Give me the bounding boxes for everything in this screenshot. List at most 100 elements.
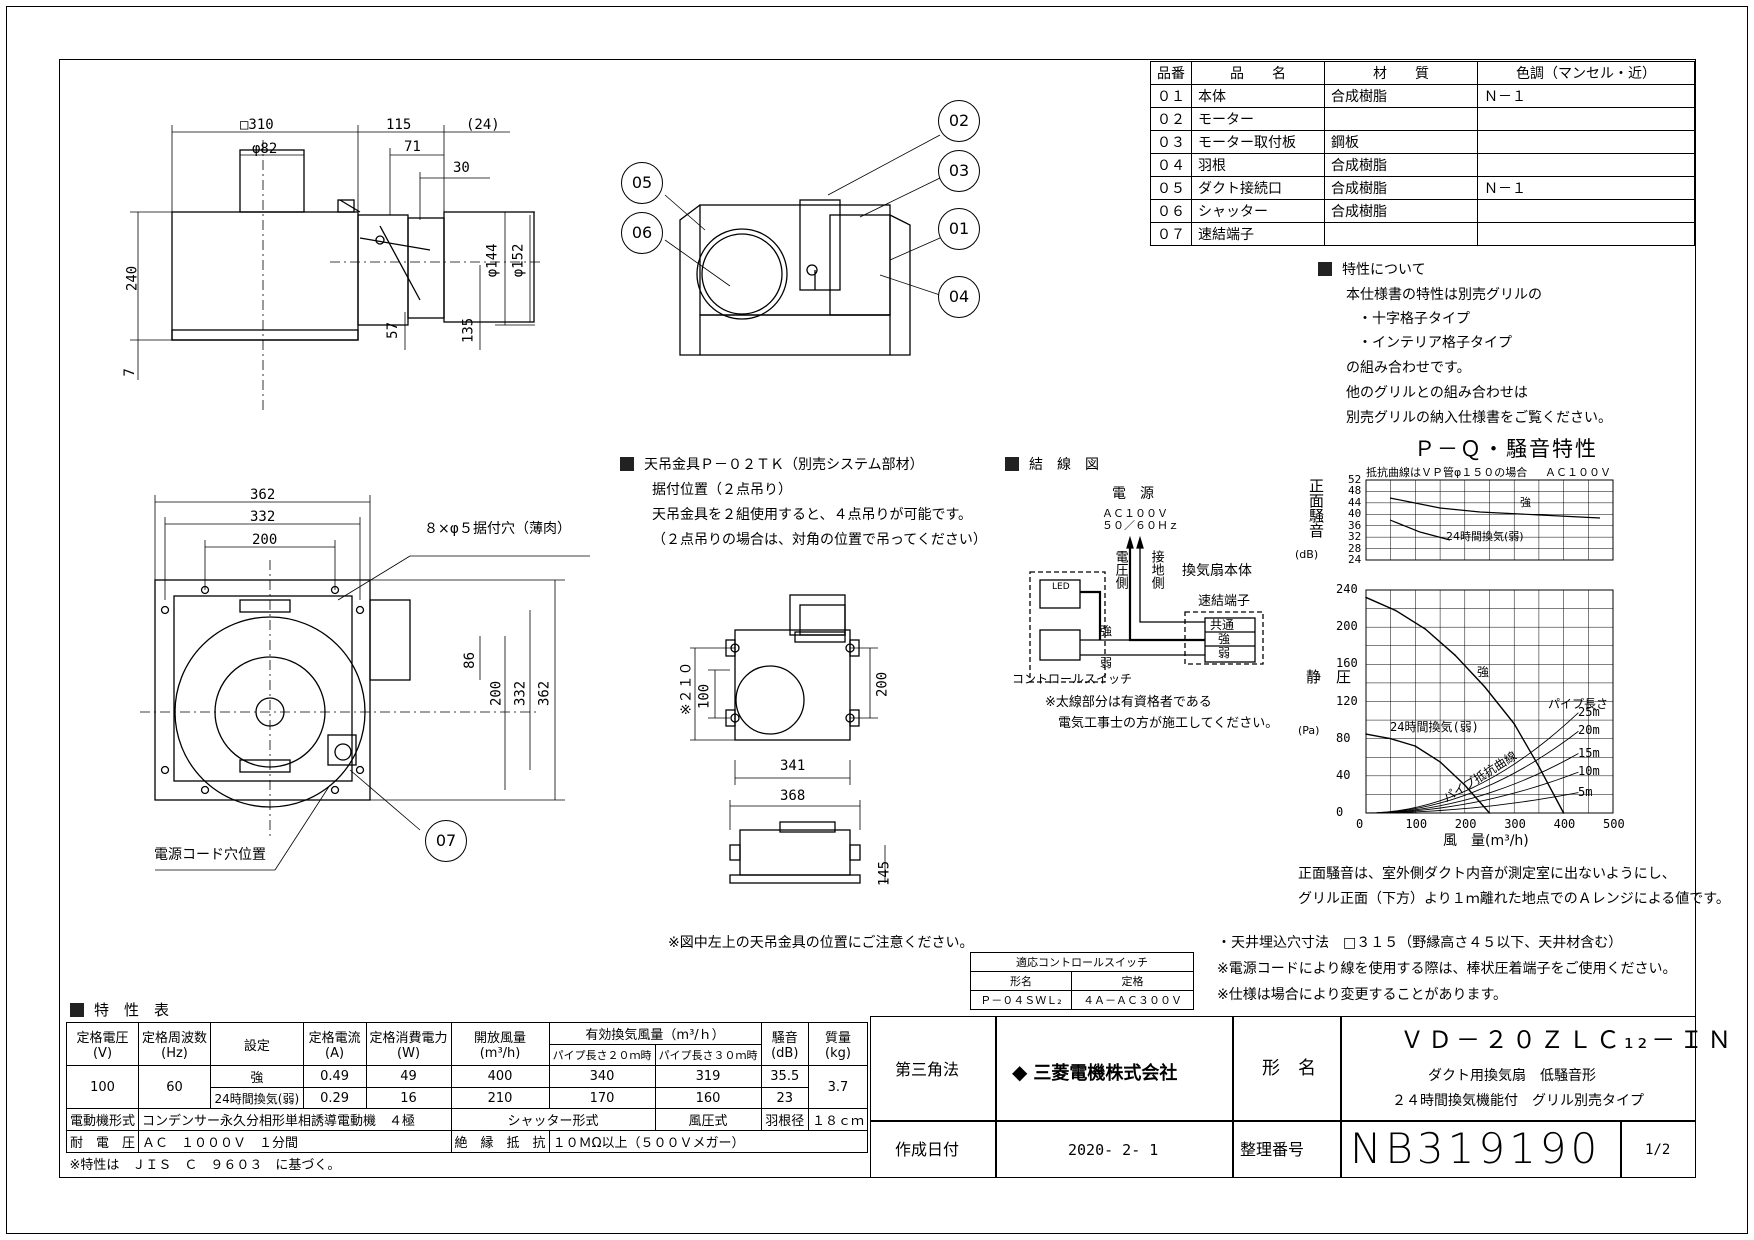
top-view-drawing	[154, 579, 411, 808]
wiring-unit: 換気扇本体	[1182, 563, 1252, 579]
hanger-note-line: 天吊金具を２組使用すると、４点吊りが可能です。	[652, 507, 973, 523]
part-name: モーター取付板	[1191, 130, 1325, 154]
noise-chart-voltage: ＡＣ１００Ｖ	[1545, 466, 1611, 479]
characteristics-line: の組み合わせです。	[1346, 360, 1471, 376]
pq-y-tick: 200	[1336, 619, 1358, 634]
spec-setting: 24時間換気(弱)	[210, 1087, 304, 1109]
spec-voltage: 100	[65, 1065, 140, 1109]
noise-tick-label: 44	[1348, 495, 1362, 509]
dim-57: 57	[385, 321, 402, 339]
table-row: 100 60 強 0.49 49 400 340 319 35.5 3.7	[65, 1065, 869, 1109]
noise-label-weak: 24時間換気(弱)	[1446, 530, 1524, 543]
spec-h-noise: 騒音(dB)	[760, 1022, 809, 1066]
dim-sq310: □310	[240, 117, 274, 133]
characteristics-line: 本仕様書の特性は別売グリルの	[1346, 287, 1542, 303]
cell-text: 定格電圧	[76, 1031, 129, 1046]
pq-series-point	[1454, 654, 1456, 656]
table-row: 24時間換気(弱) 0.29 16 210 170 160 23	[67, 1087, 868, 1109]
wiring-weak-line: 弱	[1100, 656, 1113, 670]
company-name: ◆三菱電機株式会社	[1012, 1060, 1177, 1085]
dim-phi152: φ152	[510, 243, 527, 278]
noise-chart-subtitle: 抵抗曲線はＶＰ管φ１５０の場合	[1366, 466, 1528, 479]
pq-pipe-label: パイプ長さ	[1548, 697, 1609, 711]
pq-series-point	[1538, 765, 1540, 768]
part-color	[1477, 222, 1695, 246]
pq-x-tick: 0	[1356, 817, 1364, 831]
hanger-note-title: 天吊金具Ｐ－０２ＴＫ（別売システム部材）	[620, 457, 924, 474]
callout-05: 05	[621, 162, 663, 204]
noise-note-line: グリル正面（下方）より１ｍ離れた地点でのＡレンジによる値です。	[1298, 891, 1730, 907]
dim-phi82: φ82	[252, 141, 278, 157]
dim-362v: 362	[536, 680, 553, 707]
part-no: ０１	[1150, 84, 1192, 108]
spec-withstand-label: 耐 電 圧	[65, 1130, 140, 1153]
dim-332: 332	[250, 509, 276, 525]
pq-series-line-0	[1365, 596, 1565, 814]
spec-power: 49	[365, 1065, 452, 1088]
spec-p20: 340	[548, 1065, 656, 1088]
dim-hanger-200: 200	[874, 671, 891, 698]
cell-text: 質量	[824, 1031, 851, 1046]
wiring-note2: 電気工事士の方が施工してください。	[1058, 716, 1279, 731]
pq-y-tick: 160	[1336, 656, 1358, 671]
pq-resistance-label: 15m	[1578, 745, 1600, 760]
switch-table-title: 適応コントロールスイッチ	[970, 952, 1194, 972]
projection-label: 第三角法	[895, 1060, 960, 1079]
install-note: ・天井埋込穴寸法 □３１５（野縁高さ４５以下、天井材含む）	[1217, 935, 1623, 951]
noise-tick-label: 40	[1348, 507, 1362, 521]
cell-unit: (m³/h)	[479, 1046, 521, 1061]
date-label: 作成日付	[895, 1140, 960, 1159]
wiring-power: 電 源	[1112, 486, 1154, 502]
wiring-voltage-side: 電圧側	[1112, 550, 1128, 589]
model-desc1: ダクト用換気扇 低騒音形	[1428, 1068, 1596, 1084]
pq-ylabel: 静 圧	[1306, 668, 1352, 686]
part-no: ０４	[1150, 153, 1192, 177]
tb-divider	[870, 1120, 1696, 1122]
spec-h-current: 定格電流(A)	[302, 1022, 367, 1066]
noise-label-strong: 強	[1520, 496, 1531, 509]
noise-chart	[1365, 479, 1614, 561]
pq-series-point	[1394, 609, 1397, 612]
pq-series-point	[1365, 596, 1367, 599]
dim-240: 240	[124, 265, 141, 292]
spec-h-freq: 定格周波数(Hz)	[138, 1022, 212, 1066]
noise-tick-label: 32	[1348, 530, 1362, 544]
pq-resistance-curve	[1365, 712, 1579, 814]
dim-71: 71	[404, 139, 421, 155]
wiring-ac: ＡＣ１００Ｖ	[1102, 507, 1168, 520]
characteristics-line: 他のグリルとの組み合わせは	[1346, 385, 1528, 401]
part-color	[1477, 107, 1695, 131]
pq-x-tick: 100	[1405, 817, 1428, 831]
spec-insulation-value: １０ＭΩ以上（５００Ｖメガー）	[548, 1130, 869, 1153]
cell-unit: (dB)	[771, 1046, 799, 1061]
title-block	[870, 1016, 1696, 1178]
spec-p30: 319	[654, 1065, 762, 1088]
spec-p30: 160	[654, 1087, 762, 1109]
pq-x-tick: 300	[1504, 817, 1526, 831]
dim-phi144: φ144	[484, 243, 501, 278]
dim-side-145: 145	[876, 860, 893, 887]
pq-resistance-label: 20m	[1578, 723, 1600, 738]
callout-06: 06	[621, 212, 663, 254]
part-color	[1477, 199, 1695, 223]
spec-open: 210	[450, 1087, 550, 1109]
spec-motor-value: コンデンサー永久分相形単相誘導電動機 ４極	[138, 1108, 452, 1131]
spec-shutter-value: 風圧式	[654, 1108, 762, 1131]
dim-7: 7	[121, 368, 138, 377]
spec-h-pipe30: パイプ長さ３０ｍ時	[654, 1044, 762, 1066]
wiring-title: 結 線 図	[1005, 457, 1099, 474]
model-desc2: ２４時間換気機能付 グリル別売タイプ	[1392, 1093, 1644, 1109]
part-material: 合成樹脂	[1324, 176, 1478, 200]
hanger-note-line: 据付位置（２点吊り）	[652, 482, 792, 498]
pq-resistance-label: 5m	[1578, 784, 1593, 799]
pq-series-point	[1389, 737, 1392, 740]
tb-divider	[995, 1016, 997, 1178]
wiring-weak: 弱	[1218, 646, 1231, 660]
pq-chart	[1365, 589, 1614, 814]
characteristics-line: ・十字格子タイプ	[1358, 311, 1470, 327]
dim-200: 200	[252, 532, 278, 548]
switch-table-h2: 定格	[1070, 971, 1195, 991]
